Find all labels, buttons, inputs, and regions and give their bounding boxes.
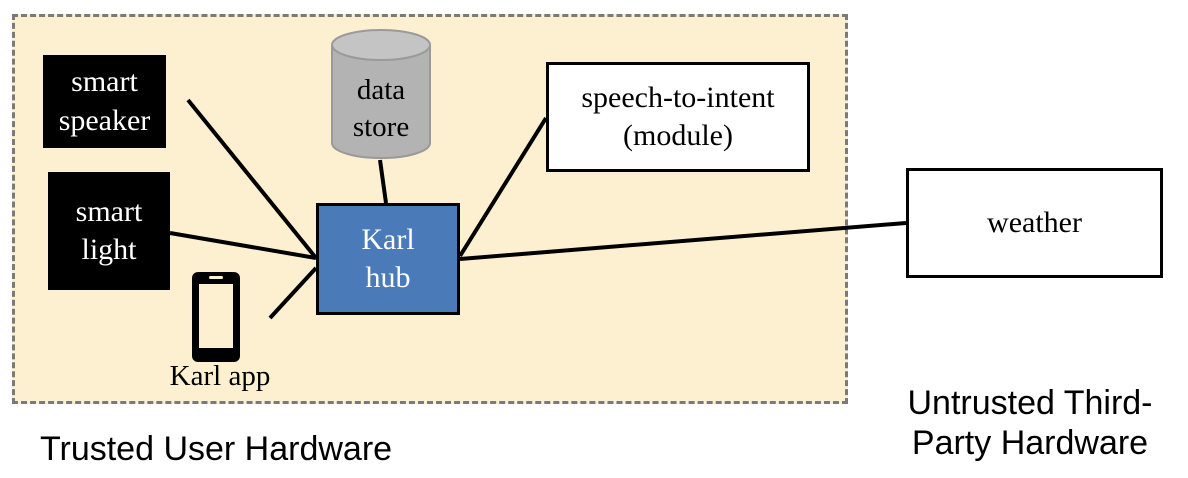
- weather-node: weather: [906, 168, 1163, 278]
- link-app-hub: [268, 266, 318, 320]
- karl-hub-label: Karl hub: [361, 222, 415, 294]
- smartphone-icon: [192, 272, 240, 362]
- link-speaker-hub: [186, 98, 318, 260]
- link-intent-hub: [458, 116, 548, 258]
- karl-app-label: Karl app: [169, 360, 271, 392]
- link-light-hub: [169, 231, 317, 260]
- weather-label: weather: [987, 205, 1082, 239]
- speech-to-intent-node: speech-to-intent (module): [546, 62, 810, 172]
- speech-to-intent-label: speech-to-intent (module): [581, 80, 775, 152]
- karl-hub-node: Karl hub: [316, 203, 460, 315]
- smart-light-node: smart light: [48, 172, 170, 290]
- database-cylinder-icon: [331, 29, 431, 159]
- trusted-region-label: Trusted User Hardware: [40, 430, 393, 468]
- link-store-hub: [378, 159, 388, 204]
- smart-speaker-label: smart speaker: [58, 65, 151, 137]
- data-store-label: data store: [352, 74, 410, 144]
- link-weather-hub: [459, 221, 907, 261]
- data-store-node: data store: [330, 28, 432, 160]
- smart-light-label: smart light: [75, 194, 143, 266]
- smart-speaker-node: smart speaker: [43, 55, 166, 148]
- untrusted-region-label: Untrusted Third- Party Hardware: [907, 384, 1153, 463]
